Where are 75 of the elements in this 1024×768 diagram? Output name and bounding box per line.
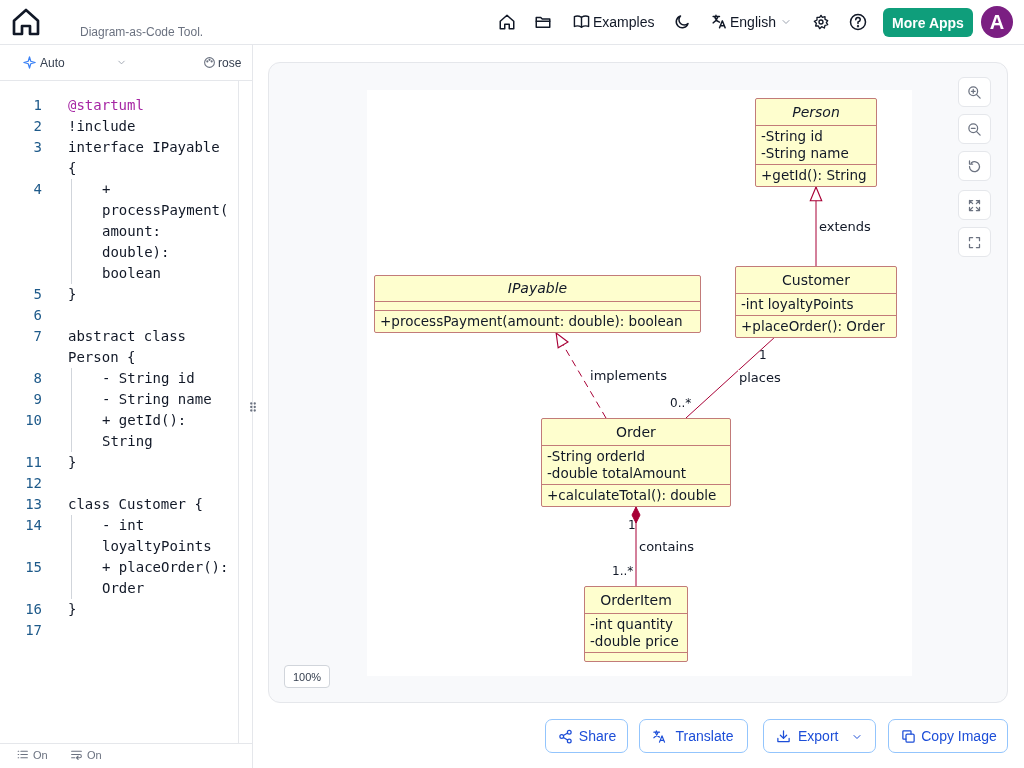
class-box <box>374 275 701 333</box>
arrow <box>809 186 823 267</box>
translate-button: Translate <box>639 719 748 753</box>
line-number: 6 <box>32 306 42 325</box>
export-button: Export <box>763 719 876 753</box>
line-number: 7 <box>32 327 42 346</box>
code-line: } <box>68 600 78 619</box>
language-selector: English <box>730 14 776 30</box>
code-line: + processPayment(amount: double): boolean <box>102 180 230 283</box>
multiplicity-label: 1 <box>628 518 636 532</box>
line-number: 15 <box>24 558 42 577</box>
copy-image-button: Copy Image <box>888 719 1008 753</box>
attribute-text: -double totalAmount <box>547 465 687 482</box>
toggle-label: On <box>87 749 102 761</box>
menu-link: Examples <box>593 14 655 30</box>
line-number: 13 <box>24 495 42 514</box>
line-number: 12 <box>24 474 42 493</box>
attribute-text: -String name <box>761 145 849 162</box>
line-number: 5 <box>32 285 42 304</box>
line-number: 2 <box>32 117 42 136</box>
arrow <box>555 332 607 419</box>
zoom-level: 100% <box>284 665 330 688</box>
multiplicity-label: 1 <box>759 348 767 362</box>
code-line: + getId(): String <box>102 411 188 451</box>
multiplicity-label: 0..* <box>670 396 692 410</box>
line-number: 9 <box>32 390 42 409</box>
toggle-label: On <box>33 749 48 761</box>
line-number: 16 <box>24 600 42 619</box>
edge-label: places <box>737 370 782 385</box>
theme-label: rose <box>218 56 242 70</box>
code-line: !include <box>68 117 137 136</box>
mode-selector: Auto <box>40 56 65 70</box>
attribute-text: -int loyaltyPoints <box>741 296 854 313</box>
association-line <box>685 337 775 419</box>
class-name: Person <box>791 103 841 122</box>
line-number: 3 <box>32 138 42 157</box>
share-button: Share <box>545 719 628 753</box>
composition-line <box>631 506 641 587</box>
line-number: 14 <box>24 516 42 535</box>
line-number: 10 <box>24 411 42 430</box>
subtitle: Diagram-as-Code Tool. <box>80 25 204 39</box>
code-line: } <box>68 453 78 472</box>
attribute-text: -String orderId <box>547 448 645 465</box>
code-line: class Customer { <box>68 495 204 514</box>
line-number: 11 <box>24 453 42 472</box>
class-box <box>755 98 877 187</box>
method-text: +calculateTotal(): double <box>547 487 717 504</box>
method-text: +getId(): String <box>761 167 867 184</box>
code-line: - int loyaltyPoints <box>102 516 213 556</box>
attribute-text: -String id <box>761 128 823 145</box>
code-line: + placeOrder(): Order <box>102 558 230 598</box>
more-apps-button: More Apps <box>883 8 973 37</box>
line-number: 1 <box>32 96 42 115</box>
line-number: 17 <box>24 621 42 640</box>
class-box <box>541 418 731 507</box>
method-text: +processPayment(amount: double): boolean <box>380 313 683 330</box>
code-line: } <box>68 285 78 304</box>
class-name: Order <box>615 423 657 442</box>
class-name: OrderItem <box>599 591 673 610</box>
class-box <box>584 586 688 662</box>
class-name: Customer <box>781 271 851 290</box>
code-line: abstract class Person { <box>68 327 187 367</box>
class-name: IPayable <box>506 279 569 298</box>
line-number: 8 <box>32 369 42 388</box>
attribute-text: -int quantity <box>590 616 674 633</box>
code-line: - String id <box>102 369 196 388</box>
multiplicity-label: 1..* <box>612 564 634 578</box>
code-line: @startuml <box>68 96 145 115</box>
method-text: +placeOrder(): Order <box>741 318 885 335</box>
avatar: A <box>981 6 1013 38</box>
code-line: - String name <box>102 390 213 409</box>
code-line: interface IPayable { <box>68 138 221 178</box>
attribute-text: -double price <box>590 633 679 650</box>
class-box <box>735 266 897 338</box>
line-number: 4 <box>32 180 42 199</box>
